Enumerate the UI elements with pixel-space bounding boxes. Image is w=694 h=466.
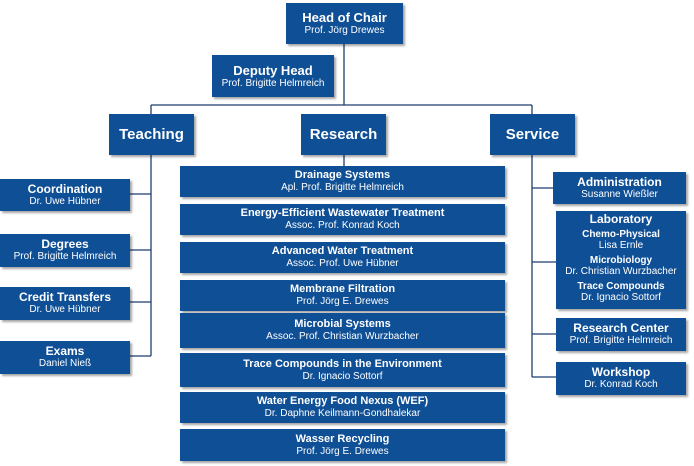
- research-title: Research: [309, 126, 378, 143]
- research-item-name: Assoc. Prof. Konrad Koch: [285, 220, 400, 231]
- research-item-microbial-systems: Microbial Systems Assoc. Prof. Christian…: [180, 313, 505, 348]
- service-item-workshop: Workshop Dr. Konrad Koch: [556, 362, 686, 395]
- research-box: Research: [301, 114, 386, 155]
- teaching-item-name: Prof. Brigitte Helmreich: [13, 251, 117, 262]
- teaching-item-coordination: Coordination Dr. Uwe Hübner: [0, 179, 130, 211]
- lab-sub-name: Dr. Ignacio Sottorf: [580, 292, 662, 303]
- lab-sub-microbiology: Microbiology Dr. Christian Wurzbacher: [565, 255, 677, 277]
- teaching-item-title: Coordination: [27, 181, 103, 196]
- service-box: Service: [490, 114, 575, 155]
- service-item-administration: Administration Susanne Wießler: [553, 172, 686, 204]
- research-item-name: Apl. Prof. Brigitte Helmreich: [281, 182, 404, 193]
- research-item-name: Assoc. Prof. Christian Wurzbacher: [266, 331, 419, 342]
- head-title: Head of Chair: [302, 10, 387, 25]
- deputy-name: Prof. Brigitte Helmreich: [221, 77, 325, 89]
- head-name: Prof. Jörg Drewes: [304, 25, 385, 36]
- service-item-name: Dr. Konrad Koch: [584, 379, 658, 390]
- research-item-drainage-systems: Drainage Systems Apl. Prof. Brigitte Hel…: [180, 166, 505, 197]
- service-item-title: Workshop: [591, 365, 651, 379]
- service-item-laboratory: Laboratory Chemo-Physical Lisa Ernle Mic…: [556, 211, 686, 309]
- service-item-name: Susanne Wießler: [581, 188, 658, 200]
- teaching-item-credit-transfers: Credit Transfers Dr. Uwe Hübner: [0, 287, 130, 320]
- teaching-item-name: Dr. Uwe Hübner: [29, 304, 101, 315]
- teaching-title: Teaching: [119, 126, 184, 143]
- research-item-name: Dr. Ignacio Sottorf: [302, 370, 383, 382]
- head-of-chair-box: Head of Chair Prof. Jörg Drewes: [286, 3, 403, 44]
- research-item-trace-compounds: Trace Compounds in the Environment Dr. I…: [180, 353, 505, 387]
- lab-sub-trace-compounds: Trace Compounds Dr. Ignacio Sottorf: [577, 281, 664, 303]
- research-item-membrane-filtration: Membrane Filtration Prof. Jörg E. Drewes: [180, 280, 505, 311]
- research-item-name: Assoc. Prof. Uwe Hübner: [286, 258, 399, 269]
- lab-sub-chemo-physical: Chemo-Physical Lisa Ernle: [582, 229, 660, 251]
- teaching-item-title: Credit Transfers: [18, 290, 112, 304]
- deputy-head-box: Deputy Head Prof. Brigitte Helmreich: [212, 55, 334, 97]
- laboratory-title: Laboratory: [589, 212, 653, 226]
- teaching-item-title: Degrees: [41, 237, 89, 251]
- research-item-title: Microbial Systems: [294, 318, 391, 330]
- research-item-title: Energy-Efficient Wastewater Treatment: [240, 207, 445, 219]
- research-item-title: Drainage Systems: [294, 169, 391, 181]
- research-item-title: Advanced Water Treatment: [271, 245, 414, 257]
- research-item-energy-efficient: Energy-Efficient Wastewater Treatment As…: [180, 204, 505, 235]
- lab-sub-name: Lisa Ernle: [598, 240, 644, 251]
- research-item-name: Prof. Jörg E. Drewes: [296, 296, 389, 307]
- service-item-research-center: Research Center Prof. Brigitte Helmreich: [556, 318, 686, 351]
- research-item-title: Water Energy Food Nexus (WEF): [256, 395, 429, 407]
- service-item-title: Administration: [577, 174, 662, 189]
- teaching-item-degrees: Degrees Prof. Brigitte Helmreich: [0, 234, 130, 267]
- service-title: Service: [505, 126, 560, 143]
- research-item-title: Trace Compounds in the Environment: [243, 357, 442, 370]
- deputy-title: Deputy Head: [233, 62, 313, 78]
- service-item-title: Research Center: [573, 321, 669, 335]
- teaching-item-name: Daniel Nieß: [38, 358, 92, 369]
- service-item-name: Prof. Brigitte Helmreich: [569, 335, 673, 346]
- research-item-wasser-recycling: Wasser Recycling Prof. Jörg E. Drewes: [180, 429, 505, 461]
- research-item-title: Membrane Filtration: [289, 283, 396, 295]
- teaching-box: Teaching: [109, 114, 194, 155]
- teaching-item-exams: Exams Daniel Nieß: [0, 341, 130, 374]
- lab-sub-name: Dr. Christian Wurzbacher: [565, 266, 677, 277]
- research-item-name: Dr. Daphne Keilmann-Gondhalekar: [264, 408, 421, 419]
- teaching-item-name: Dr. Uwe Hübner: [29, 195, 101, 207]
- research-item-title: Wasser Recycling: [295, 432, 390, 445]
- research-item-name: Prof. Jörg E. Drewes: [296, 445, 389, 457]
- lab-sub-title: Microbiology: [589, 255, 653, 266]
- teaching-item-title: Exams: [45, 344, 85, 358]
- research-item-wef-nexus: Water Energy Food Nexus (WEF) Dr. Daphne…: [180, 392, 505, 423]
- lab-sub-title: Trace Compounds: [577, 281, 665, 292]
- lab-sub-title: Chemo-Physical: [582, 229, 660, 240]
- research-item-advanced-water: Advanced Water Treatment Assoc. Prof. Uw…: [180, 242, 505, 273]
